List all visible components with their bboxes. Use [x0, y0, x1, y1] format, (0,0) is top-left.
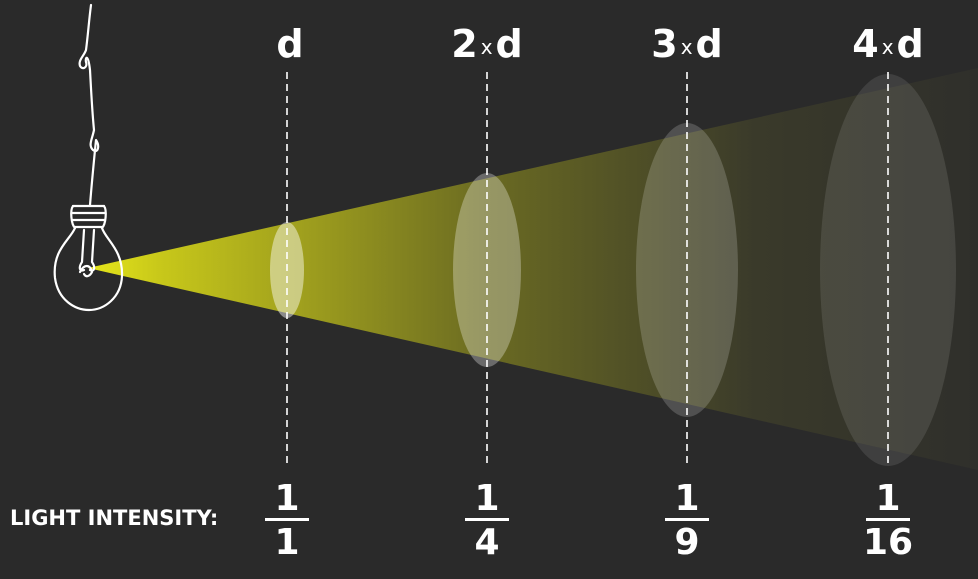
- fraction-numerator: 1: [674, 478, 700, 519]
- multiply-sign: x: [680, 35, 693, 59]
- fraction-bar: [265, 518, 309, 521]
- fraction-denominator: 4: [474, 522, 500, 563]
- distance-unit: d: [276, 22, 304, 66]
- intensity-fraction-2d: 1 4: [457, 480, 517, 565]
- fraction-denominator: 9: [674, 522, 700, 563]
- distance-unit: d: [896, 22, 924, 66]
- multiply-sign: x: [881, 35, 894, 59]
- intensity-fraction-3d: 1 9: [657, 480, 717, 565]
- fraction-denominator: 16: [862, 522, 914, 563]
- intensity-fraction-d: 1 1: [257, 480, 317, 565]
- fraction-numerator: 1: [474, 478, 500, 519]
- fraction-bar: [665, 518, 709, 521]
- distance-unit: d: [695, 22, 723, 66]
- distance-base: 2: [451, 22, 478, 66]
- intensity-fraction-4d: 1 16: [858, 480, 918, 565]
- fraction-denominator: 1: [274, 522, 300, 563]
- distance-base: 4: [852, 22, 879, 66]
- multiply-sign: x: [480, 35, 493, 59]
- light-bulb-icon: [53, 3, 124, 312]
- distance-label-d: d: [270, 22, 303, 69]
- fraction-numerator: 1: [875, 478, 901, 519]
- distance-unit: d: [495, 22, 523, 66]
- fraction-bar: [866, 518, 910, 521]
- light-intensity-label: LIGHT INTENSITY:: [10, 506, 219, 530]
- light-beam: [88, 68, 978, 470]
- fraction-numerator: 1: [274, 478, 300, 519]
- fraction-bar: [465, 518, 509, 521]
- distance-base: 3: [651, 22, 678, 66]
